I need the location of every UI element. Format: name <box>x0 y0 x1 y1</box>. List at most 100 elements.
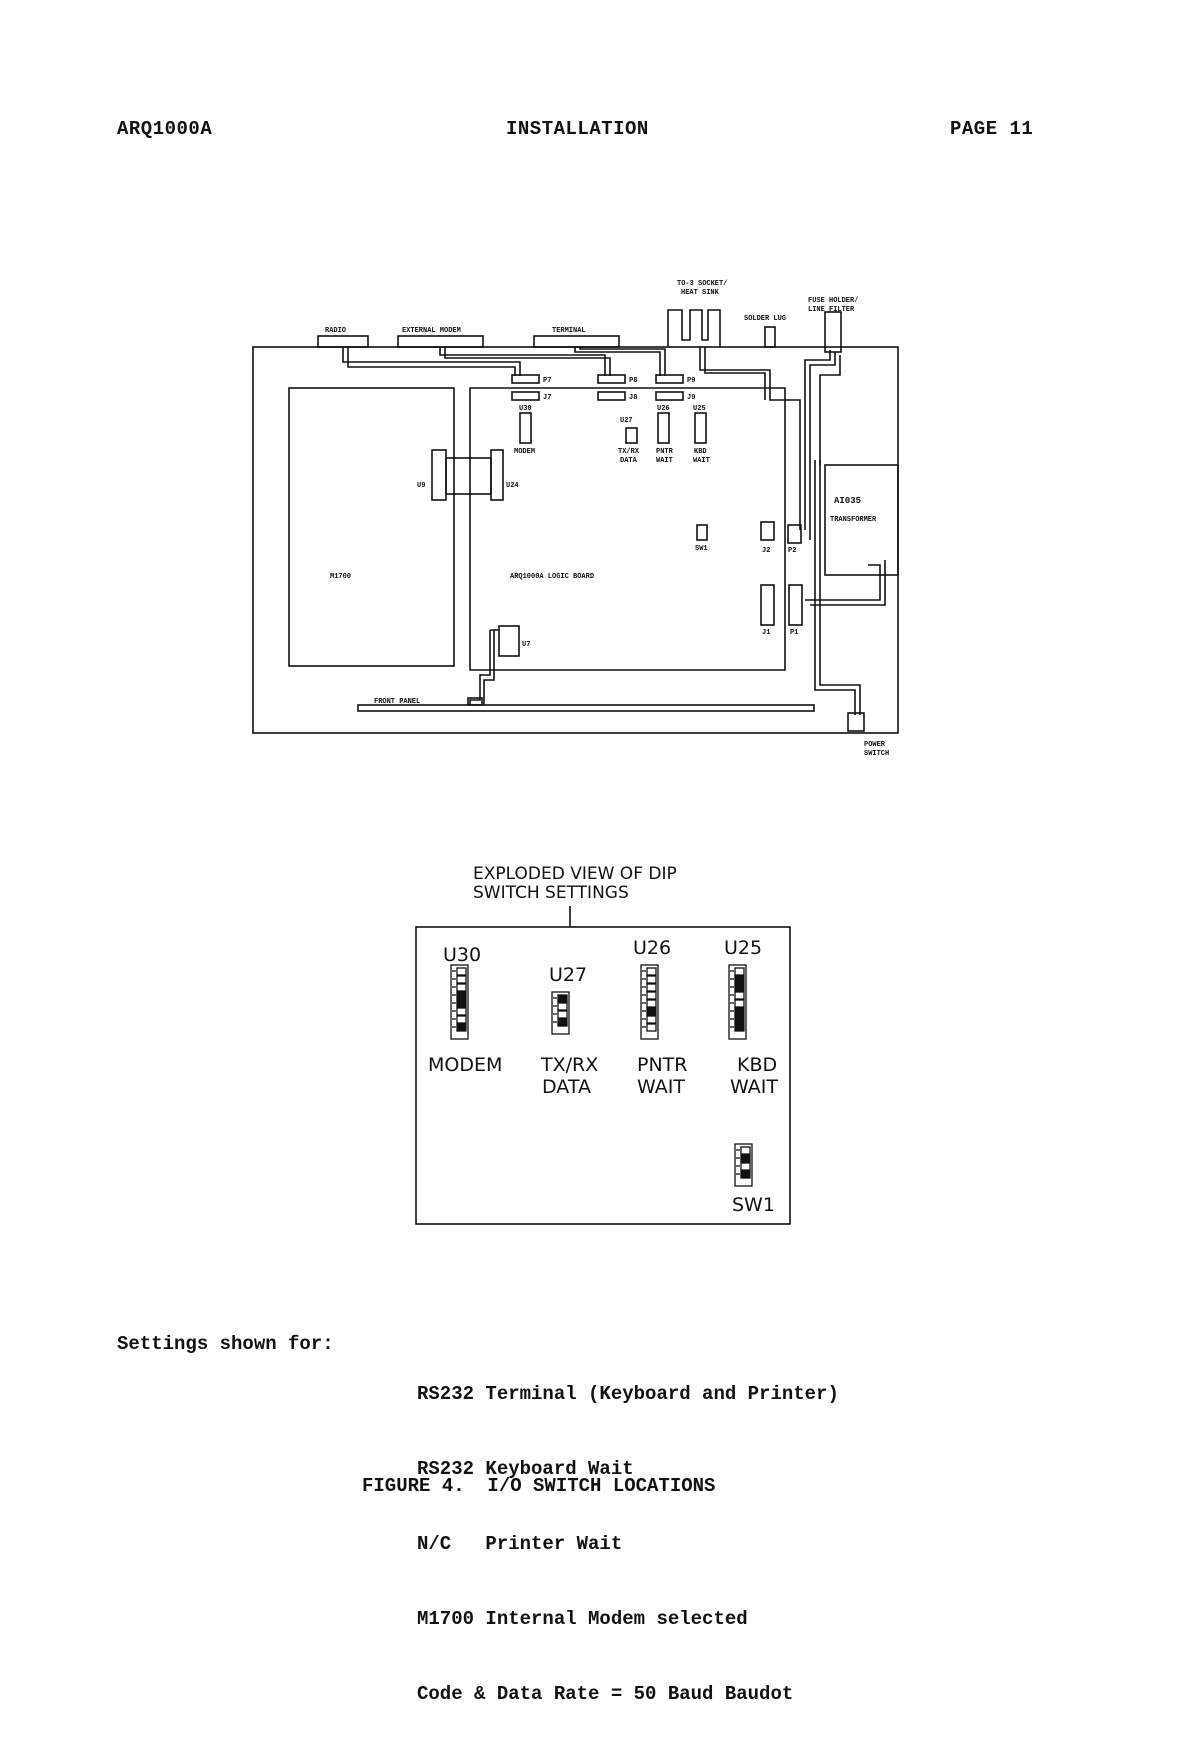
dip-toggle <box>557 994 568 1003</box>
dip-toggle <box>734 1023 745 1032</box>
data-board-label: DATA <box>620 457 638 465</box>
kbd-board-label: KBD <box>694 448 707 456</box>
kbd-wait-label: WAIT <box>730 1076 778 1098</box>
transformer <box>824 464 899 576</box>
dip-toggle <box>646 967 657 976</box>
p1-label: P1 <box>790 629 798 637</box>
u30-label: U30 <box>443 944 481 966</box>
modem-board-label: MODEM <box>514 448 535 456</box>
u30-board-label: U30 <box>519 405 532 413</box>
pntr-wait-label: WAIT <box>637 1076 685 1098</box>
dip-toggle <box>456 975 467 984</box>
m1700-board <box>288 387 455 667</box>
solder-lug-label: SOLDER LUG <box>744 315 786 323</box>
fuse-holder-label: FUSE HOLDER/ <box>808 297 858 305</box>
pntr-wait-board-label: WAIT <box>656 457 673 465</box>
ai035-label: AI035 <box>834 496 861 506</box>
p9-label: P9 <box>687 377 695 385</box>
dip-toggle <box>557 1002 568 1011</box>
dip-toggle <box>740 1162 751 1171</box>
p8-label: P8 <box>629 377 637 385</box>
m1700-label: M1700 <box>330 573 351 581</box>
sw1-board-label: SW1 <box>695 545 708 553</box>
u30-dip-switch <box>450 964 469 1040</box>
u25-board-label: U25 <box>693 405 706 413</box>
dip-toggle <box>646 1015 657 1024</box>
sw1-label: SW1 <box>732 1194 775 1216</box>
dip-toggle <box>734 983 745 992</box>
external-modem-label: EXTERNAL MODEM <box>402 327 461 335</box>
dip-toggle <box>646 999 657 1008</box>
radio-label: RADIO <box>325 327 346 335</box>
u24-label: U24 <box>506 482 519 490</box>
j1-label: J1 <box>762 629 770 637</box>
u27-dip-switch <box>551 991 570 1035</box>
line-filter-label: LINE FILTER <box>808 306 855 314</box>
dip-toggle <box>734 1007 745 1016</box>
u9-label: U9 <box>417 482 425 490</box>
pntr-label: PNTR <box>637 1054 687 1076</box>
dip-toggle <box>646 1007 657 1016</box>
dip-toggle <box>456 967 467 976</box>
fuse-holder <box>824 311 842 353</box>
dip-toggle <box>456 1015 467 1024</box>
figure-caption: FIGURE 4. I/O SWITCH LOCATIONS <box>362 1475 716 1497</box>
dip-toggle <box>734 975 745 984</box>
radio-connector <box>317 335 369 348</box>
switch-label: SWITCH <box>864 750 889 758</box>
u26-board-label: U26 <box>657 405 670 413</box>
settings-lead: Settings shown for: <box>117 1333 334 1355</box>
dip-toggle <box>456 1023 467 1032</box>
j9-label: J9 <box>687 394 695 402</box>
dip-toggle <box>456 983 467 992</box>
exploded-view-title: EXPLODED VIEW OF DIP <box>473 864 677 884</box>
sw1-dip-switch <box>734 1143 753 1187</box>
dip-toggle <box>740 1154 751 1163</box>
dip-toggle <box>456 999 467 1008</box>
u27-label: U27 <box>549 964 587 986</box>
power-switch <box>847 712 865 732</box>
dip-toggle <box>734 999 745 1008</box>
modem-label: MODEM <box>428 1054 502 1076</box>
front-panel <box>357 704 815 712</box>
dip-toggle <box>646 975 657 984</box>
dip-toggle <box>456 1007 467 1016</box>
to3-socket-label: TO-3 SOCKET/ <box>677 280 727 288</box>
dip-toggle <box>646 991 657 1000</box>
settings-list: RS232 Terminal (Keyboard and Printer) RS… <box>417 1332 839 1757</box>
settings-item: Code & Data Rate = 50 Baud Baudot <box>417 1683 794 1705</box>
kbd-label: KBD <box>737 1054 777 1076</box>
front-panel-label: FRONT PANEL <box>374 698 420 706</box>
settings-item: RS232 Keyboard Wait <box>417 1458 634 1480</box>
heat-sink-label: HEAT SINK <box>681 289 720 297</box>
board-diagram: RADIO EXTERNAL MODEM TERMINAL TO-3 SOCKE… <box>252 280 899 1225</box>
u26-label: U26 <box>633 937 671 959</box>
txrx-board-label: TX/RX <box>618 448 640 456</box>
dip-toggle <box>740 1170 751 1179</box>
settings-item: M1700 Internal Modem selected <box>417 1608 748 1630</box>
logic-board <box>469 387 786 671</box>
u25-dip-switch <box>728 964 747 1040</box>
header-page-number: PAGE 11 <box>950 118 1034 140</box>
j7-label: J7 <box>543 394 551 402</box>
dip-toggle <box>646 1023 657 1032</box>
header-section: INSTALLATION <box>506 118 649 140</box>
dip-toggle <box>646 983 657 992</box>
exploded-view-panel <box>415 926 791 1225</box>
dip-toggle <box>734 1015 745 1024</box>
dip-toggle <box>456 991 467 1000</box>
j8-label: J8 <box>629 394 637 402</box>
u26-dip-switch <box>640 964 659 1040</box>
power-label: POWER <box>864 741 886 749</box>
j2-label: J2 <box>762 547 770 555</box>
terminal-label: TERMINAL <box>552 327 586 335</box>
header-doc-id: ARQ1000A <box>117 118 213 140</box>
heat-sink <box>667 309 721 347</box>
logic-board-label: ARQ1000A LOGIC BOARD <box>510 573 594 581</box>
txrx-label: TX/RX <box>540 1054 598 1076</box>
external-modem-connector <box>397 335 484 348</box>
dip-toggle <box>557 1018 568 1027</box>
dip-toggle <box>734 991 745 1000</box>
terminal-connector <box>533 335 620 348</box>
pntr-board-label: PNTR <box>656 448 674 456</box>
